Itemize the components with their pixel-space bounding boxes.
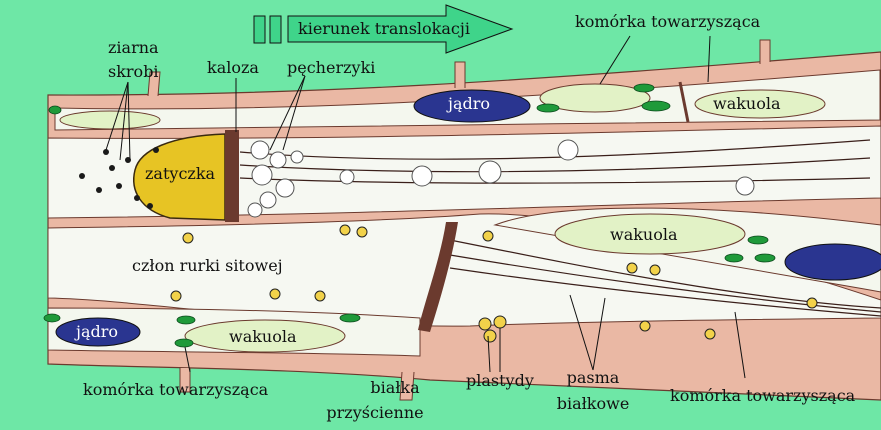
vesicles [247,139,755,218]
arrow-marker-1 [253,15,266,44]
nucleus-right [784,243,881,281]
label-vesicles: pęcherzyki [287,58,376,77]
label-callose: kaloza [207,58,259,77]
label-companion-bottom-right: komórka towarzysząca [670,386,856,405]
label-protein-strands-2: białkowe [556,394,630,413]
label-companion-top: komórka towarzysząca [575,12,761,31]
vacuole-top-left [59,110,161,130]
nucleus-bottom [55,317,141,347]
label-vacuole-top: wakuola [713,94,781,113]
label-vacuole-mid: wakuola [610,225,678,244]
label-starch-2: skrobi [108,62,159,81]
label-vacuole-bottom: wakuola [229,327,297,346]
label-plug: zatyczka [145,164,216,183]
translocation-arrow [287,4,514,54]
label-starch-1: ziarna [108,38,159,57]
label-parietal-proteins-1: białka [370,378,420,397]
chloroplasts [43,83,776,348]
leader-lines [105,35,746,379]
plastids [170,224,818,343]
label-protein-strands-1: pasma [566,368,620,387]
nucleus-top [413,89,531,123]
label-plastids: plastydy [466,371,534,390]
starch-grains [79,147,159,209]
slime-plug [133,133,226,221]
arrow-label: kierunek translokacji [298,19,470,38]
vacuole-mid [554,213,746,255]
label-parietal-proteins-2: przyścienne [326,403,424,422]
callose [225,130,239,222]
label-companion-bottom-left: komórka towarzysząca [83,380,269,399]
vacuole-top-right [694,89,826,119]
vacuole-top [539,83,651,113]
label-sieve-element: człon rurki sitowej [132,256,283,275]
vacuole-bottom [184,319,346,353]
label-nucleus-top: jądro [448,94,491,113]
label-nucleus-bottom: jądro [76,322,119,341]
arrow-marker-2 [269,15,282,44]
protein-strands [239,139,881,317]
